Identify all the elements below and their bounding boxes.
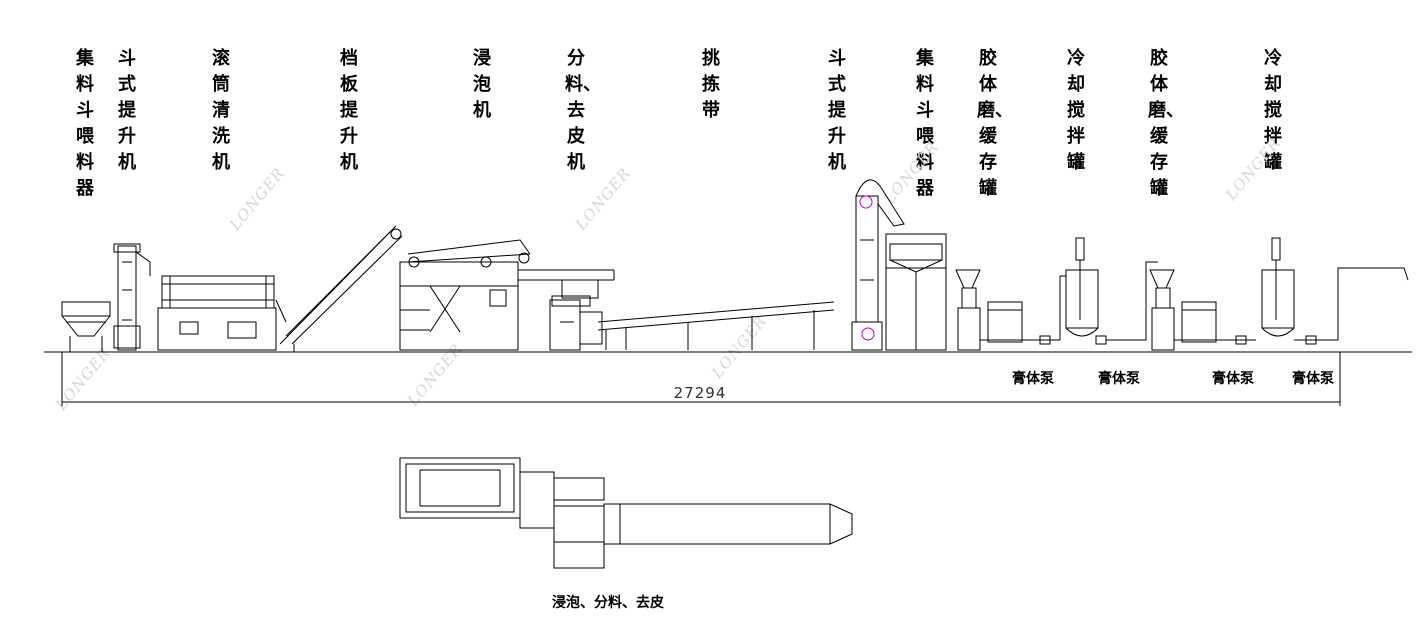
- baffle-elevator: [279, 225, 403, 352]
- picking-belt: [597, 301, 835, 350]
- plan-view: [399, 457, 853, 569]
- cooling-mix-tank-2: [1261, 237, 1409, 345]
- paste-pump-label: 膏体泵: [1212, 371, 1254, 387]
- label-cooling-mix-tank-1: 冷却搅拌罐: [1067, 48, 1085, 173]
- bucket-elevator-2: [851, 179, 905, 351]
- cooling-mix-tank-1: [1059, 237, 1158, 345]
- label-bucket-elevator-2: 斗式提升机: [828, 48, 846, 173]
- plan-view-caption: 浸泡、分料、去皮: [552, 595, 664, 611]
- hopper-feeder-1: [61, 301, 111, 352]
- label-hopper-feeder-1: 集料斗喂料器: [76, 48, 94, 199]
- label-bucket-elevator-1: 斗式提升机: [118, 48, 136, 173]
- paste-pump-label: 膏体泵: [1012, 371, 1054, 387]
- paste-pump-label: 膏体泵: [1292, 371, 1334, 387]
- label-splitting-peeling: 分料、去皮机: [565, 48, 601, 173]
- elevator-head-accent: [859, 195, 875, 341]
- splitting-peeling-machine: [549, 279, 603, 351]
- paste-pump-label: 膏体泵: [1098, 371, 1140, 387]
- label-soaking-machine: 浸泡机: [473, 48, 491, 121]
- hopper-feeder-2: [885, 233, 947, 351]
- label-hopper-feeder-2: 集料斗喂料器: [916, 48, 934, 199]
- label-drum-washer: 滚筒清洗机: [212, 48, 230, 173]
- label-colloid-mill-buffer-1: 胶体磨、缓存罐: [977, 48, 1013, 199]
- label-baffle-elevator: 档板提升机: [340, 48, 358, 173]
- soaking-machine: [399, 239, 615, 351]
- label-picking-belt: 挑拣带: [702, 48, 720, 121]
- label-cooling-mix-tank-2: 冷却搅拌罐: [1264, 48, 1282, 173]
- total-length-dimension: 27294: [673, 384, 727, 402]
- drum-washer: [157, 275, 287, 351]
- bucket-elevator-1: [113, 243, 151, 351]
- colloid-mill-buffer-1: [955, 269, 1060, 351]
- colloid-mill-buffer-2: [1149, 269, 1256, 351]
